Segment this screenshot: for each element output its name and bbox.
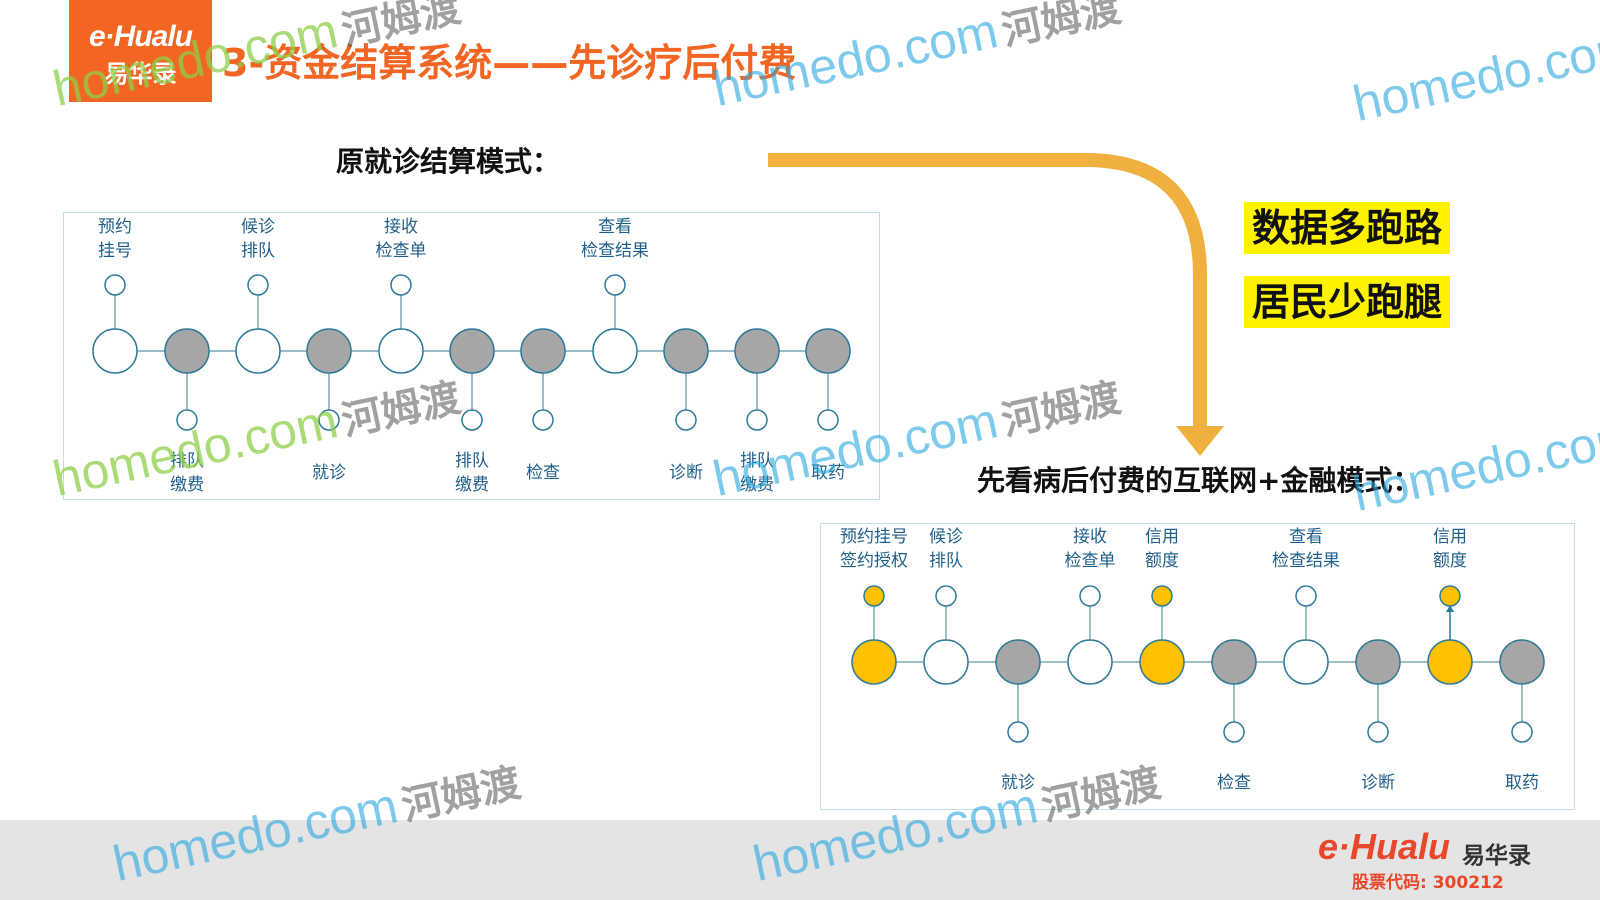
- new-top-label: 检查结果: [1272, 551, 1340, 571]
- new-bottom-dot: [1223, 721, 1245, 743]
- slogan-data-runs: 数据多跑路: [1244, 202, 1451, 254]
- flow-arrow-head: [1176, 426, 1224, 456]
- footer-band: [0, 820, 1600, 900]
- old-step-node: [449, 328, 495, 374]
- new-top-label: 预约挂号: [840, 527, 908, 547]
- new-top-label: 接收: [1073, 527, 1107, 547]
- new-step-node: [1067, 639, 1113, 685]
- old-step-node: [592, 328, 638, 374]
- footer-logo-en: e·Hualu: [1318, 826, 1451, 867]
- new-top-label: 额度: [1433, 551, 1467, 571]
- flow-arrow-shaft: [768, 153, 1207, 428]
- new-top-dot: [1295, 585, 1317, 607]
- slogan-residents-run-less: 居民少跑腿: [1244, 276, 1451, 328]
- old-top-label: 查看: [598, 217, 632, 237]
- new-bottom-label: 诊断: [1361, 773, 1395, 793]
- logo-text-cn: 易华录: [104, 60, 177, 88]
- old-step-node: [306, 328, 352, 374]
- old-top-dot: [390, 274, 412, 296]
- new-connector-arrowhead: [1446, 605, 1454, 612]
- new-bottom-dot: [1367, 721, 1389, 743]
- old-bottom-label: 缴费: [455, 475, 489, 495]
- old-top-dot: [247, 274, 269, 296]
- old-step-node: [378, 328, 424, 374]
- old-top-label: 候诊: [241, 217, 275, 237]
- new-step-node: [1283, 639, 1329, 685]
- new-top-label: 信用: [1145, 527, 1179, 547]
- new-top-label: 信用: [1433, 527, 1467, 547]
- new-bottom-label: 取药: [1505, 773, 1539, 793]
- new-bottom-label: 检查: [1217, 773, 1251, 793]
- old-top-label: 挂号: [98, 241, 132, 261]
- old-step-node: [235, 328, 281, 374]
- new-top-label: 查看: [1289, 527, 1323, 547]
- footer-stock-code: 股票代码: 300212: [1352, 873, 1504, 893]
- new-step-node: [1499, 639, 1545, 685]
- new-step-node: [1139, 639, 1185, 685]
- new-step-node: [923, 639, 969, 685]
- new-top-label: 签约授权: [840, 551, 908, 571]
- new-top-label: 排队: [929, 551, 963, 571]
- old-bottom-label: 取药: [811, 463, 845, 483]
- old-bottom-dot: [461, 409, 483, 431]
- new-top-label: 检查单: [1065, 551, 1116, 571]
- old-top-dot: [604, 274, 626, 296]
- new-model-heading: 先看病后付费的互联网+金融模式：: [977, 464, 1421, 497]
- old-bottom-dot: [532, 409, 554, 431]
- new-top-dot: [1079, 585, 1101, 607]
- old-bottom-label: 排队: [740, 451, 774, 471]
- new-top-dot: [935, 585, 957, 607]
- new-top-dot: [863, 585, 885, 607]
- old-bottom-label: 缴费: [170, 475, 204, 495]
- old-step-node: [92, 328, 138, 374]
- company-logo: e·Hualu 易华录: [69, 0, 212, 102]
- old-step-node: [164, 328, 210, 374]
- old-bottom-label: 就诊: [312, 463, 346, 483]
- new-bottom-dot: [1511, 721, 1533, 743]
- new-bottom-label: 就诊: [1001, 773, 1035, 793]
- new-step-node: [1427, 639, 1473, 685]
- old-bottom-label: 排队: [170, 451, 204, 471]
- old-bottom-label: 诊断: [669, 463, 703, 483]
- old-step-node: [734, 328, 780, 374]
- new-bottom-dot: [1007, 721, 1029, 743]
- old-bottom-label: 检查: [526, 463, 560, 483]
- old-top-label: 排队: [241, 241, 275, 261]
- old-top-dot: [104, 274, 126, 296]
- footer-logo-cn: 易华录: [1462, 843, 1531, 869]
- new-step-node: [1355, 639, 1401, 685]
- new-step-node: [995, 639, 1041, 685]
- old-bottom-label: 排队: [455, 451, 489, 471]
- page-title: 3-资金结算系统——先诊疗后付费: [222, 41, 797, 85]
- old-top-label: 检查单: [376, 241, 427, 261]
- new-model-frame: [820, 523, 1575, 810]
- old-bottom-dot: [746, 409, 768, 431]
- new-step-node: [851, 639, 897, 685]
- new-top-dot: [1151, 585, 1173, 607]
- old-model-heading: 原就诊结算模式：: [336, 145, 561, 178]
- old-bottom-dot: [675, 409, 697, 431]
- old-step-node: [663, 328, 709, 374]
- old-step-node: [805, 328, 851, 374]
- old-bottom-dot: [318, 409, 340, 431]
- old-step-node: [520, 328, 566, 374]
- old-bottom-dot: [817, 409, 839, 431]
- new-top-label: 额度: [1145, 551, 1179, 571]
- old-bottom-dot: [176, 409, 198, 431]
- logo-text-en: e·Hualu: [88, 20, 193, 53]
- new-top-label: 候诊: [929, 527, 963, 547]
- old-model-frame: [63, 212, 880, 500]
- new-top-dot: [1439, 585, 1461, 607]
- old-top-label: 预约: [98, 217, 132, 237]
- old-bottom-label: 缴费: [740, 475, 774, 495]
- old-top-label: 接收: [384, 217, 418, 237]
- old-top-label: 检查结果: [581, 241, 649, 261]
- new-step-node: [1211, 639, 1257, 685]
